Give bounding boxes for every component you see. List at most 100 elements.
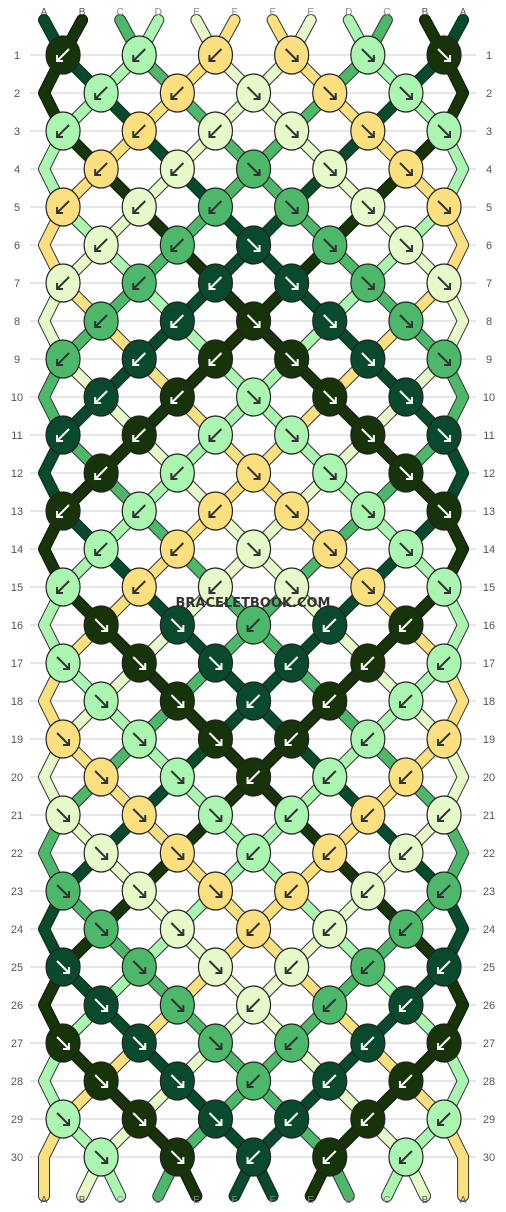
arrow-head xyxy=(215,815,223,822)
arrow-icon xyxy=(284,732,299,746)
arrow-shaft xyxy=(284,428,299,442)
knot xyxy=(197,719,234,759)
arrow-head xyxy=(367,587,375,594)
arrow-shaft xyxy=(208,656,223,670)
strand-letter-bottom: F xyxy=(270,1195,276,1206)
row-number-right: 1 xyxy=(486,50,492,62)
arrow-shaft xyxy=(437,960,451,974)
arrow-shaft xyxy=(323,922,337,936)
knot xyxy=(83,453,119,493)
strand-letter-bottom: D xyxy=(345,1195,352,1206)
arrow-shaft xyxy=(56,808,70,822)
row-number-left: 10 xyxy=(11,392,23,404)
arrow-shaft xyxy=(246,1074,261,1088)
arrow-shaft xyxy=(437,276,451,290)
arrow-shaft xyxy=(208,124,223,138)
arrow-head xyxy=(437,1119,445,1126)
row-number-right: 28 xyxy=(483,1076,495,1088)
knot xyxy=(312,757,348,797)
knot xyxy=(426,643,462,683)
arrow-icon xyxy=(361,504,375,518)
arrow-head xyxy=(291,587,299,594)
knot xyxy=(235,985,272,1025)
arrow-head xyxy=(132,131,140,138)
arrow-icon xyxy=(322,694,337,708)
knot xyxy=(350,415,386,455)
arrow-icon xyxy=(56,884,71,898)
arrow-icon xyxy=(246,922,261,936)
knot xyxy=(235,301,272,341)
arrow-head xyxy=(208,435,216,442)
arrow-icon xyxy=(284,808,299,822)
arrow-head xyxy=(208,207,216,214)
arrow-shaft xyxy=(284,808,299,822)
knot xyxy=(350,1099,386,1139)
arrow-shaft xyxy=(399,922,413,936)
arrow-shaft xyxy=(399,1074,413,1088)
arrow-shaft xyxy=(246,390,261,404)
arrow-icon xyxy=(399,466,413,480)
knot xyxy=(312,453,348,493)
knot xyxy=(274,263,310,303)
arrow-head xyxy=(253,473,261,480)
arrow-shaft xyxy=(399,1150,413,1164)
knot xyxy=(235,377,272,417)
knot xyxy=(121,643,157,683)
arrow-icon xyxy=(132,580,146,594)
knot xyxy=(83,377,119,417)
arrow-head xyxy=(329,93,337,100)
knot xyxy=(312,301,348,341)
arrow-shaft xyxy=(399,86,413,100)
knot xyxy=(159,73,195,113)
arrow-head xyxy=(367,359,375,366)
knot xyxy=(426,795,462,835)
arrow-icon xyxy=(322,1074,337,1088)
knot xyxy=(197,491,234,531)
knot xyxy=(235,149,272,189)
arrow-head xyxy=(398,1081,406,1088)
strand-letter-top: C xyxy=(383,7,390,18)
arrow-shaft xyxy=(437,656,451,670)
arrow-icon xyxy=(56,48,70,62)
knot xyxy=(197,187,234,227)
arrow-shaft xyxy=(170,314,185,328)
arrow-shaft xyxy=(170,162,185,176)
knot xyxy=(426,719,462,759)
knot xyxy=(426,339,462,379)
row-number-right: 12 xyxy=(483,468,495,480)
arrow-head xyxy=(170,321,178,328)
arrow-head xyxy=(101,853,109,860)
row-number-left: 16 xyxy=(11,620,23,632)
arrow-icon xyxy=(246,162,261,176)
arrow-icon xyxy=(94,314,108,328)
knot xyxy=(274,111,310,151)
knot xyxy=(274,35,310,75)
arrow-head xyxy=(177,1157,185,1164)
row-number-left: 24 xyxy=(11,924,23,936)
arrow-shaft xyxy=(437,808,451,822)
knot xyxy=(350,339,386,379)
strand-letter-top: F xyxy=(270,7,276,18)
arrow-shaft xyxy=(284,1036,299,1050)
arrow-head xyxy=(177,853,185,860)
arrow-head xyxy=(139,967,147,974)
row-number-right: 30 xyxy=(483,1152,495,1164)
knot xyxy=(121,567,157,607)
arrow-head xyxy=(367,55,375,62)
knot xyxy=(426,491,462,531)
arrow-head xyxy=(246,1005,254,1012)
arrow-shaft xyxy=(399,314,413,328)
arrow-shaft xyxy=(323,998,337,1012)
arrow-icon xyxy=(246,1074,261,1088)
knot xyxy=(388,833,424,873)
arrow-shaft xyxy=(284,352,299,366)
arrow-shaft xyxy=(323,542,337,556)
arrow-head xyxy=(56,359,64,366)
knot xyxy=(235,833,272,873)
row-number-left: 17 xyxy=(11,658,23,670)
arrow-shaft xyxy=(284,200,299,214)
arrow-head xyxy=(215,1119,223,1126)
arrow-head xyxy=(322,853,330,860)
arrow-icon xyxy=(398,998,413,1012)
knot xyxy=(426,187,462,227)
